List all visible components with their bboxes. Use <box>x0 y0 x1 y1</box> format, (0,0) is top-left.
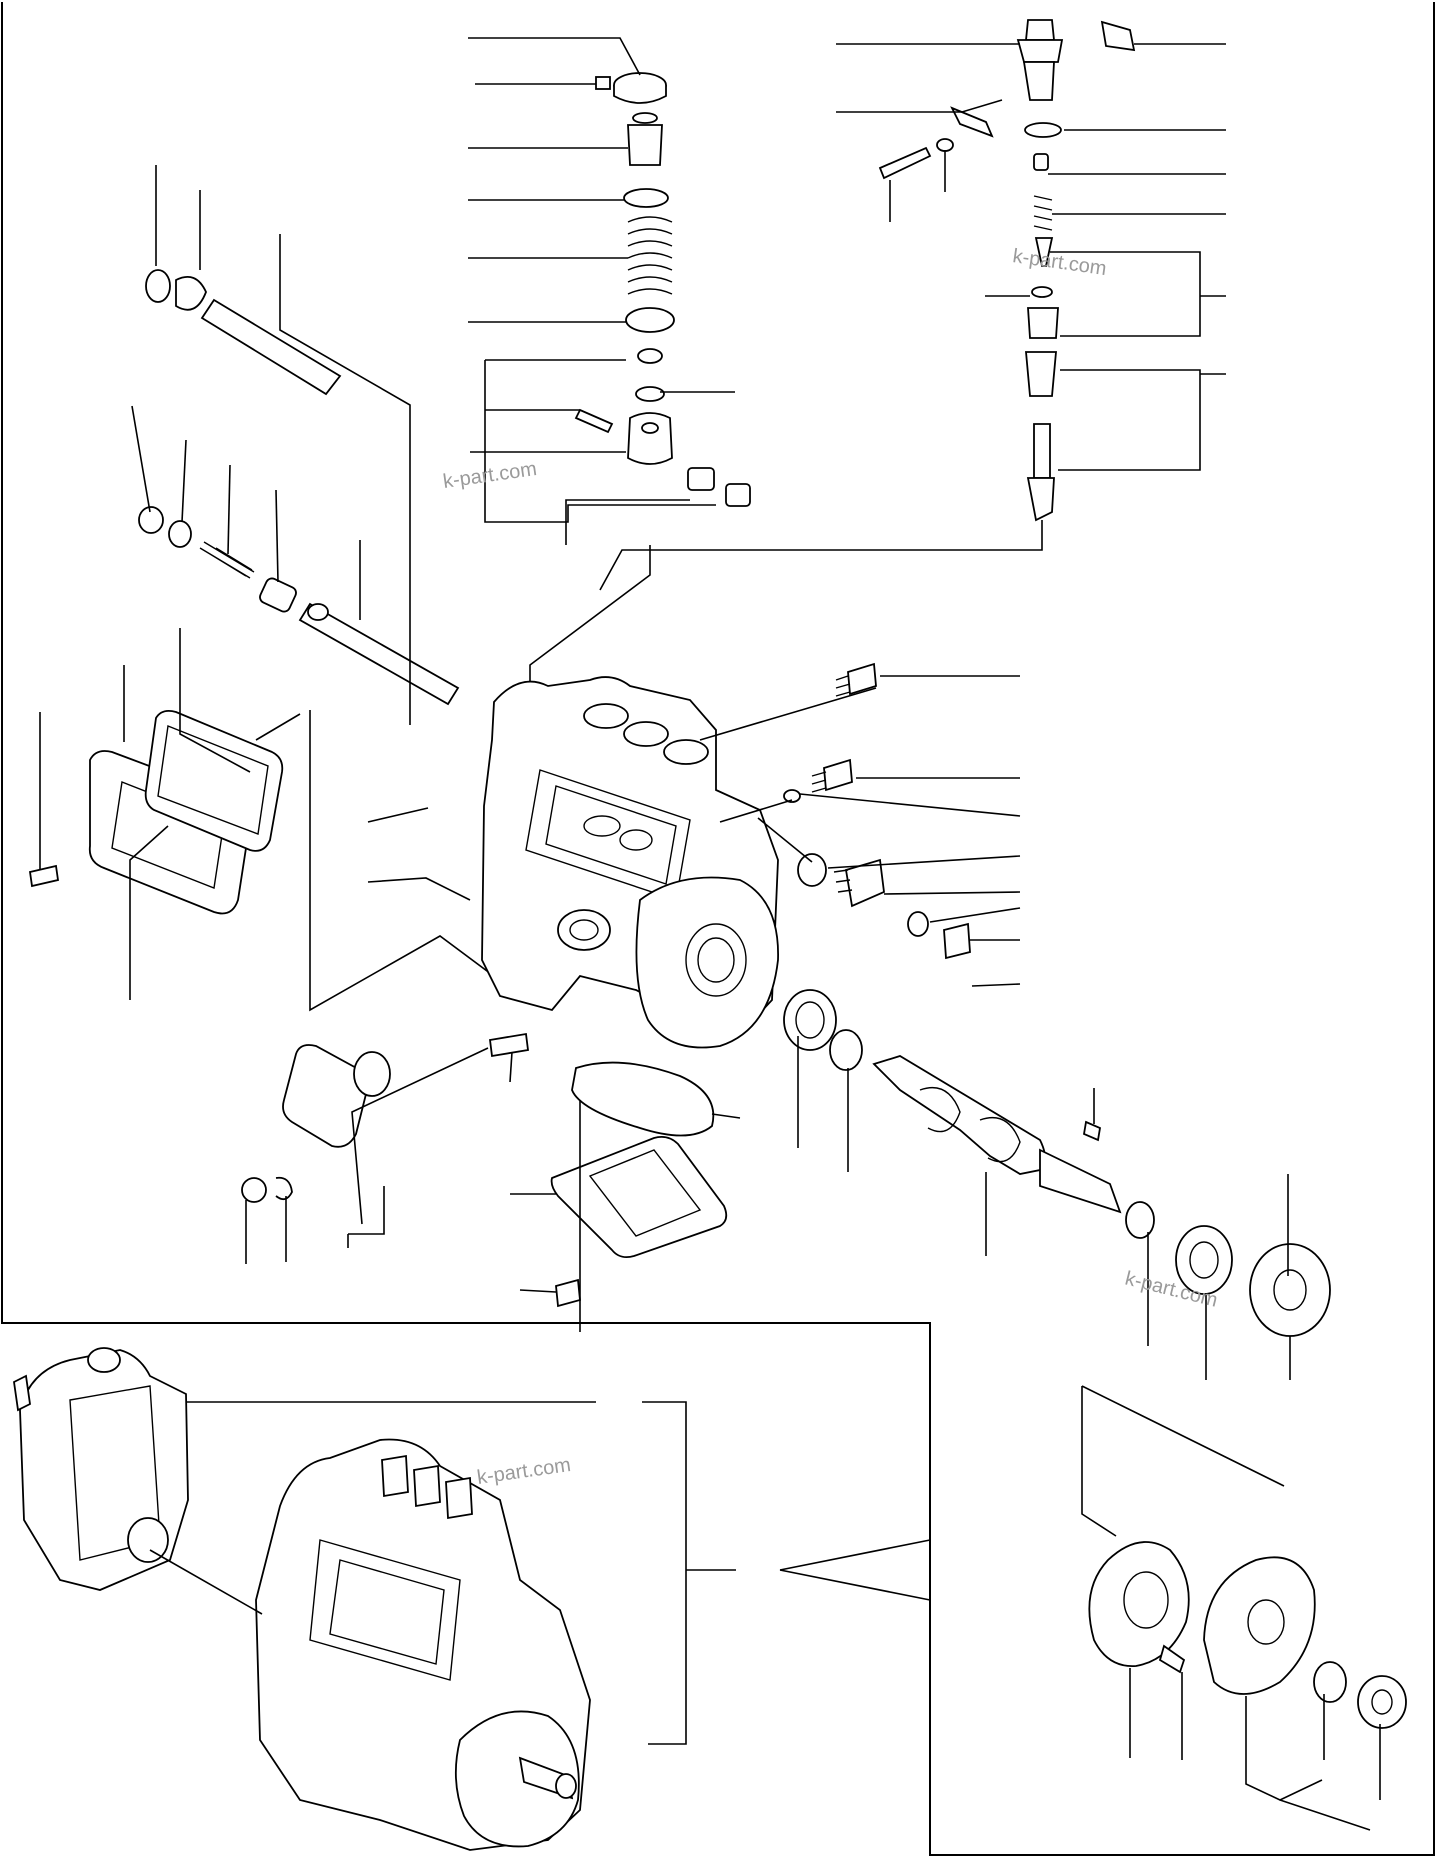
camshaft-group <box>783 989 1331 1337</box>
delivery-valve-group <box>574 72 751 507</box>
leader-lines-camshaft <box>797 1036 1291 1380</box>
cover-plate-group <box>28 709 284 915</box>
watermark-1: k-part.com <box>1011 245 1108 280</box>
side-plugs-group <box>783 662 971 960</box>
plunger-spring <box>627 216 673 295</box>
bottom-center-group <box>241 1032 728 1308</box>
leader-lines-assembled <box>149 1401 931 1745</box>
leader-lines-bottom-center <box>245 1047 741 1332</box>
leader-lines-drive-flange <box>1081 1385 1381 1831</box>
leader-lines-left <box>131 165 411 725</box>
leader-lines-right-plugs <box>699 675 1021 987</box>
drive-flange-group <box>1088 1541 1407 1729</box>
control-rod-group <box>138 269 460 706</box>
pump-housing <box>481 676 779 1049</box>
nozzle-holder-group <box>878 19 1136 522</box>
assembled-pump-left-view <box>13 1347 189 1591</box>
leader-lines-cover <box>39 628 527 1012</box>
leader-lines-top-right <box>599 43 1226 591</box>
assembled-pump-main-view <box>255 1438 591 1851</box>
watermark-4: k-part.com <box>476 1454 573 1489</box>
watermark-2: k-part.com <box>442 458 539 493</box>
leader-lines-top-center <box>468 37 735 690</box>
